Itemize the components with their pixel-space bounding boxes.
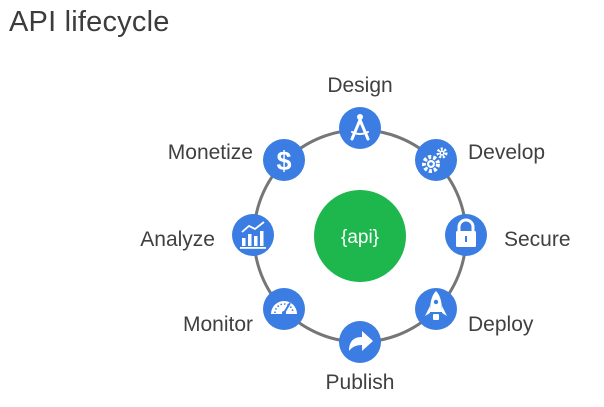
center-label: {api} (341, 227, 379, 248)
center-api-circle: {api} (314, 190, 406, 282)
stage-label-monitor: Monitor (183, 313, 253, 336)
stage-label-publish: Publish (326, 371, 395, 394)
gears-icon (422, 147, 448, 173)
stage-secure: Secure (445, 214, 571, 256)
dollar-icon: $ (276, 146, 291, 176)
stage-analyze: Analyze (140, 214, 274, 256)
bar-chart-icon (240, 221, 266, 249)
stage-label-deploy: Deploy (468, 313, 534, 336)
stage-label-analyze: Analyze (140, 228, 215, 251)
compass-icon (350, 114, 370, 141)
stage-deploy: Deploy (415, 288, 534, 336)
stage-label-develop: Develop (468, 141, 545, 164)
stage-label-secure: Secure (504, 228, 571, 251)
page-title: API lifecycle (9, 6, 170, 38)
gauge-icon (271, 301, 297, 315)
stage-monetize: $ Monetize (168, 139, 305, 181)
stage-label-design: Design (327, 74, 392, 97)
stage-develop: Develop (415, 139, 545, 181)
rocket-icon (425, 291, 447, 320)
stage-publish: Publish (326, 321, 395, 394)
lock-icon (456, 218, 476, 247)
arrow-right-icon (349, 331, 373, 351)
stage-design: Design (327, 74, 393, 149)
stage-monitor: Monitor (183, 288, 305, 336)
stage-label-monetize: Monetize (168, 141, 253, 164)
